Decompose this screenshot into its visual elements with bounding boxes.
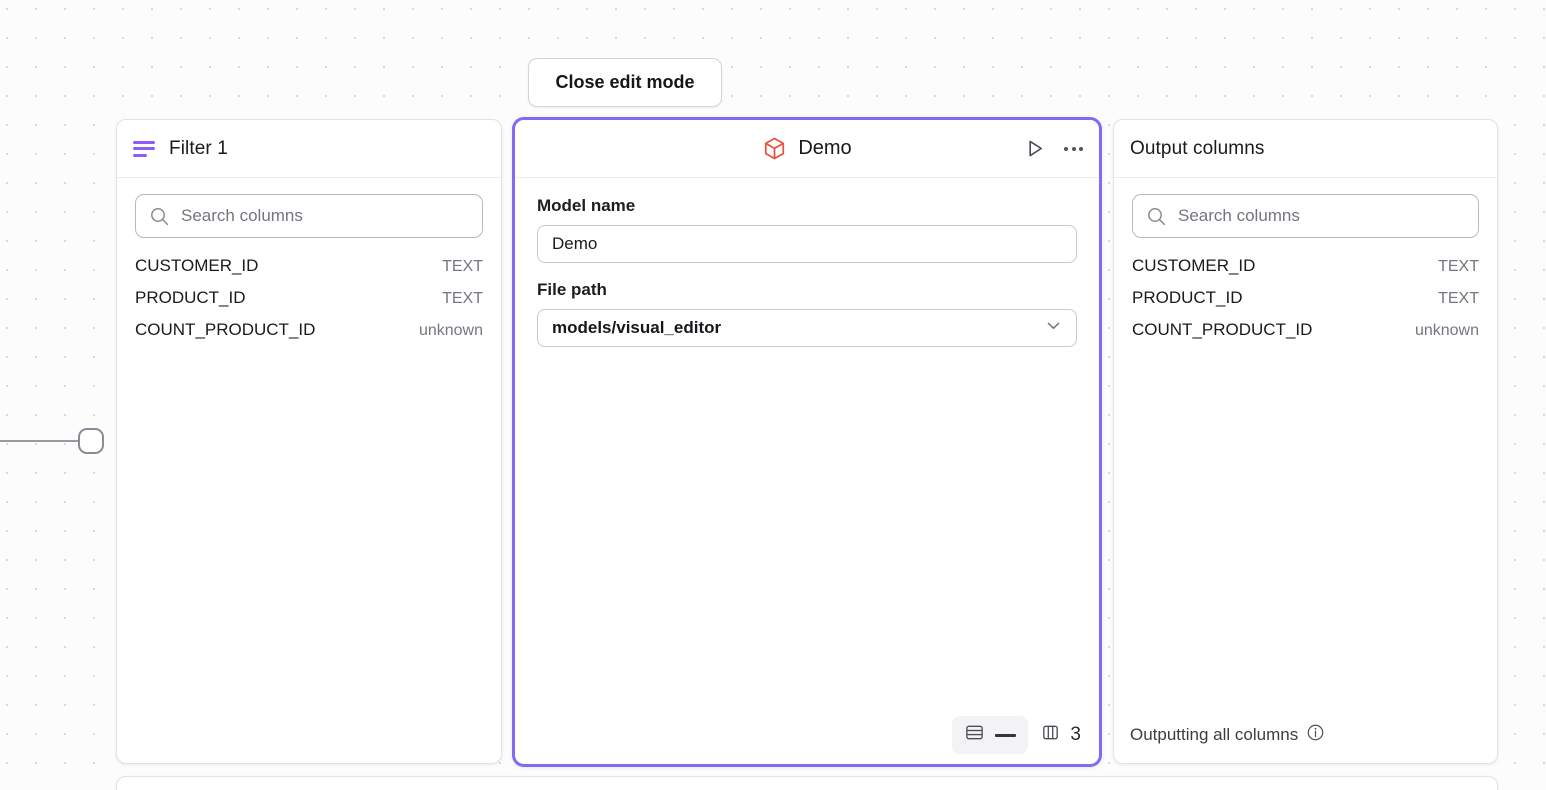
column-name: COUNT_PRODUCT_ID <box>135 320 316 339</box>
filter-search-input[interactable]: Search columns <box>135 194 483 238</box>
outputting-all-columns-label: Outputting all columns <box>1130 725 1299 744</box>
close-edit-mode-button[interactable]: Close edit mode <box>528 58 722 107</box>
demo-panel-body: Model name Demo File path models/visual_… <box>515 178 1099 347</box>
column-type: TEXT <box>442 258 483 275</box>
play-icon[interactable] <box>1023 137 1046 160</box>
list-item[interactable]: CUSTOMER_ID TEXT <box>1128 252 1483 284</box>
column-type: TEXT <box>442 290 483 307</box>
demo-model-panel[interactable]: Demo Model name Demo File path models/vi… <box>512 117 1102 767</box>
column-name: CUSTOMER_ID <box>135 256 259 275</box>
filter-search-wrap: Search columns <box>117 178 501 238</box>
list-item[interactable]: PRODUCT_ID TEXT <box>1128 284 1483 316</box>
output-columns-panel[interactable]: Output columns Search columns CUSTOMER_I… <box>1113 119 1498 764</box>
column-type: TEXT <box>1438 258 1479 275</box>
search-icon <box>1148 207 1166 225</box>
output-column-list: CUSTOMER_ID TEXT PRODUCT_ID TEXT COUNT_P… <box>1114 238 1497 348</box>
demo-panel-footer: 3 <box>952 716 1085 754</box>
column-type: TEXT <box>1438 290 1479 307</box>
columns-icon <box>1040 722 1061 748</box>
filter-search-placeholder: Search columns <box>181 206 303 225</box>
column-count-value: 3 <box>1070 724 1081 745</box>
demo-header-actions <box>1023 137 1085 160</box>
list-item[interactable]: COUNT_PRODUCT_ID unknown <box>131 316 487 348</box>
cube-icon <box>765 137 785 160</box>
filter-panel[interactable]: Filter 1 Search columns CUSTOMER_ID TEXT… <box>116 119 502 764</box>
more-options-icon[interactable] <box>1062 141 1085 157</box>
row-count-value <box>995 733 1017 737</box>
chevron-down-icon <box>1045 317 1062 339</box>
filter-panel-header: Filter 1 <box>117 120 501 178</box>
output-panel-header: Output columns <box>1114 120 1497 178</box>
row-count-indicator[interactable] <box>952 716 1029 754</box>
list-item[interactable]: PRODUCT_ID TEXT <box>131 284 487 316</box>
model-name-field[interactable]: Demo <box>537 225 1077 263</box>
file-path-value: models/visual_editor <box>552 318 722 337</box>
list-item[interactable]: COUNT_PRODUCT_ID unknown <box>1128 316 1483 348</box>
partial-panel-below[interactable] <box>116 776 1498 790</box>
column-name: CUSTOMER_ID <box>1132 256 1256 275</box>
model-name-label: Model name <box>537 196 636 215</box>
output-search-input[interactable]: Search columns <box>1132 194 1479 238</box>
flow-edge <box>0 440 80 442</box>
output-panel-footer: Outputting all columns <box>1114 707 1497 763</box>
column-name: PRODUCT_ID <box>1132 288 1243 307</box>
filter-panel-title: Filter 1 <box>169 137 228 159</box>
file-path-select[interactable]: models/visual_editor <box>537 309 1077 347</box>
filter-icon <box>133 140 155 157</box>
search-icon <box>151 207 169 225</box>
output-panel-title: Output columns <box>1130 137 1265 159</box>
demo-panel-title: Demo <box>798 137 852 159</box>
filter-column-list: CUSTOMER_ID TEXT PRODUCT_ID TEXT COUNT_P… <box>117 238 501 348</box>
column-type: unknown <box>1414 322 1479 339</box>
demo-title-group: Demo <box>515 136 1099 161</box>
info-icon[interactable] <box>1306 723 1325 747</box>
output-search-wrap: Search columns <box>1114 178 1497 238</box>
column-type: unknown <box>418 322 483 339</box>
output-search-placeholder: Search columns <box>1178 206 1300 225</box>
flow-edge-handle[interactable] <box>78 428 104 454</box>
rows-icon <box>964 722 985 748</box>
column-name: COUNT_PRODUCT_ID <box>1132 320 1313 339</box>
demo-panel-header: Demo <box>515 120 1099 178</box>
file-path-label: File path <box>537 280 607 299</box>
column-count-indicator[interactable]: 3 <box>1040 722 1085 748</box>
column-name: PRODUCT_ID <box>135 288 246 307</box>
list-item[interactable]: CUSTOMER_ID TEXT <box>131 252 487 284</box>
